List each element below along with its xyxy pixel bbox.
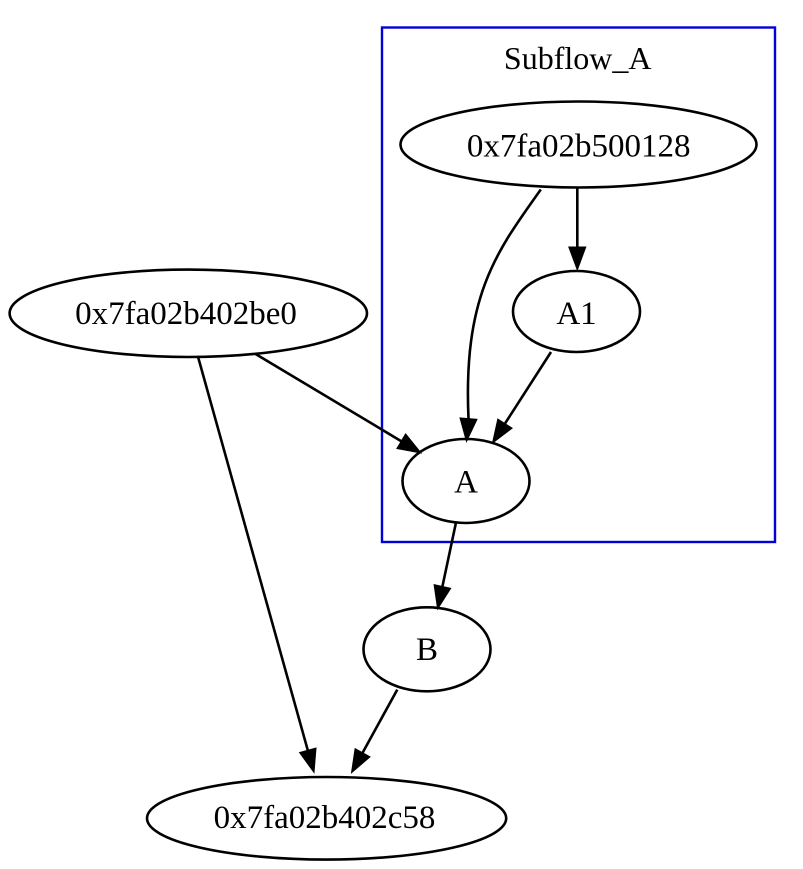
svg-text:0x7fa02b402c58: 0x7fa02b402c58	[214, 800, 436, 836]
svg-text:A1: A1	[556, 296, 596, 332]
svg-text:0x7fa02b402be0: 0x7fa02b402be0	[75, 296, 297, 332]
svg-text:0x7fa02b500128: 0x7fa02b500128	[467, 128, 691, 164]
svg-text:A: A	[454, 465, 478, 501]
svg-text:Subflow_A: Subflow_A	[504, 40, 652, 76]
svg-text:B: B	[416, 632, 438, 668]
